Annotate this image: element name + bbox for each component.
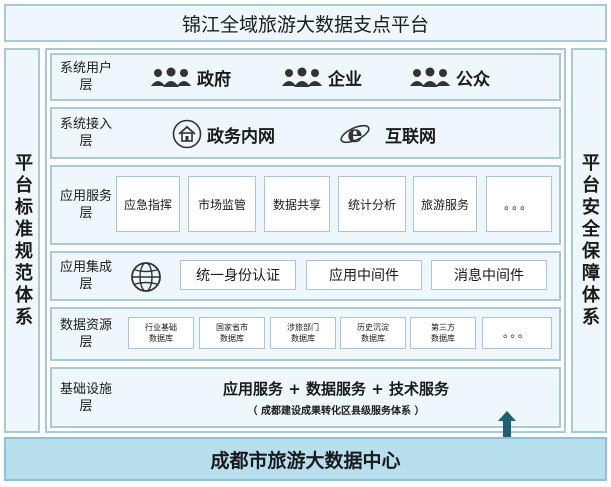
security-pillar: 平台安全保障体系 [571, 48, 607, 433]
database-name: 涉旅部门 [287, 323, 319, 332]
integration-box: 消息中间件 [431, 260, 547, 290]
service-box-more: 。。。 [486, 176, 552, 232]
service-box: 旅游服务 [413, 176, 477, 232]
service-box: 市场监管 [188, 176, 256, 232]
service-box: 数据共享 [264, 176, 330, 232]
integration-box: 统一身份认证 [180, 260, 296, 290]
layer-services-label: 应用服务层 [59, 189, 112, 221]
page-title: 锦江全域旅游大数据支点平台 [4, 4, 607, 42]
database-box-more: 。。。 [482, 317, 552, 349]
service-box: 统计分析 [338, 176, 406, 232]
globe-icon [131, 262, 161, 292]
internet-explorer-icon: e [340, 119, 370, 148]
svg-text:e: e [347, 119, 362, 148]
database-suffix: 数据库 [361, 334, 385, 343]
layer-users-label: 系统用户层 [59, 61, 112, 93]
access-internet: e 互联网 [338, 119, 436, 149]
standards-pillar: 平台标准规范体系 [4, 48, 40, 433]
user-group-government: 政府 [150, 63, 231, 91]
database-suffix: 数据库 [291, 334, 315, 343]
layer-data-label: 数据资源层 [59, 318, 112, 350]
access-intranet: 政务内网 [172, 119, 275, 149]
people-icon [282, 67, 322, 87]
up-arrow-icon [498, 411, 516, 443]
user-group-public: 公众 [409, 63, 490, 91]
database-suffix: 数据库 [431, 334, 455, 343]
database-name: 行业基础 [145, 323, 177, 332]
user-group-label: 企业 [328, 69, 362, 90]
database-box: 行业基础 数据库 [128, 317, 194, 349]
infra-subtitle: （ 成都建设成果转化区县级服务体系 ） [247, 406, 425, 417]
database-box: 涉旅部门 数据库 [270, 317, 336, 349]
layer-infra [50, 367, 561, 428]
service-box: 应急指挥 [116, 176, 180, 232]
database-suffix: 数据库 [149, 334, 173, 343]
standards-pillar-label: 平台标准规范体系 [12, 152, 33, 329]
access-label: 互联网 [385, 126, 436, 147]
user-group-enterprise: 企业 [281, 63, 362, 91]
user-group-label: 政府 [197, 69, 231, 90]
database-box: 第三方 数据库 [410, 317, 476, 349]
access-label: 政务内网 [207, 126, 275, 147]
database-box: 历史沉淀 数据库 [340, 317, 406, 349]
database-suffix: 数据库 [220, 334, 244, 343]
people-icon [151, 67, 191, 87]
layer-integration-label: 应用集成层 [59, 260, 112, 292]
layer-access [50, 107, 561, 159]
people-icon [410, 67, 450, 87]
database-name: 国家省市 [216, 323, 248, 332]
infra-services: 应用服务 + 数据服务 + 技术服务 [222, 380, 450, 398]
integration-box: 应用中间件 [306, 260, 422, 290]
layer-infra-label: 基础设施层 [59, 381, 112, 414]
data-center-banner: 成都市旅游大数据中心 [4, 437, 607, 481]
database-box: 国家省市 数据库 [199, 317, 265, 349]
security-pillar-label: 平台安全保障体系 [579, 152, 600, 329]
home-icon [172, 119, 202, 149]
layer-users [50, 53, 561, 101]
user-group-label: 公众 [456, 69, 490, 90]
layer-access-label: 系统接入层 [59, 117, 112, 149]
database-name: 第三方 [431, 323, 455, 332]
database-name: 历史沉淀 [357, 323, 389, 332]
